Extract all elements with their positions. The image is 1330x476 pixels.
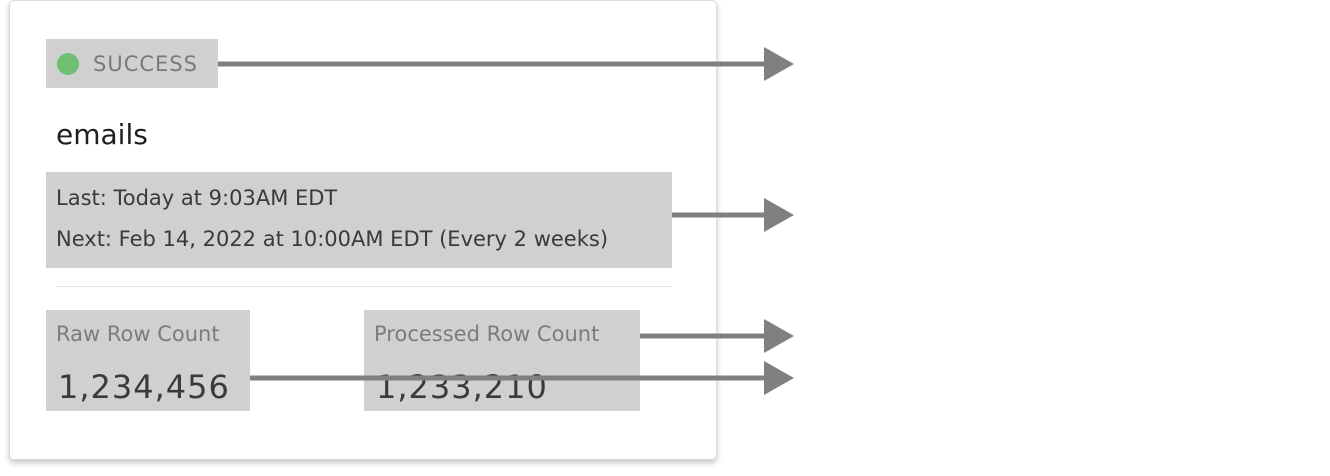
next-run-text: Next: Feb 14, 2022 at 10:00AM EDT (Every… (56, 227, 609, 251)
raw-row-count-block: Raw Row Count 1,234,456 (46, 310, 250, 411)
status-dot-icon (57, 52, 79, 75)
divider (56, 286, 672, 287)
schedule-block: Last: Today at 9:03AM EDT Next: Feb 14, … (46, 172, 672, 268)
status-badge: SUCCESS (46, 39, 218, 88)
arrow-counts-head-icon (764, 361, 794, 395)
processed-row-count-value: 1,233,210 (376, 368, 548, 406)
raw-row-count-value: 1,234,456 (58, 368, 230, 406)
processed-row-count-block: Processed Row Count 1,233,210 (364, 310, 640, 411)
last-run-text: Last: Today at 9:03AM EDT (56, 186, 338, 210)
arrow-schedule-head-icon (764, 198, 794, 232)
arrow-processed-label-head-icon (764, 319, 794, 353)
arrow-status-head-icon (764, 47, 794, 81)
job-title: emails (56, 118, 148, 151)
raw-row-count-label: Raw Row Count (56, 322, 220, 346)
processed-row-count-label: Processed Row Count (374, 322, 600, 346)
status-label: SUCCESS (93, 51, 198, 76)
